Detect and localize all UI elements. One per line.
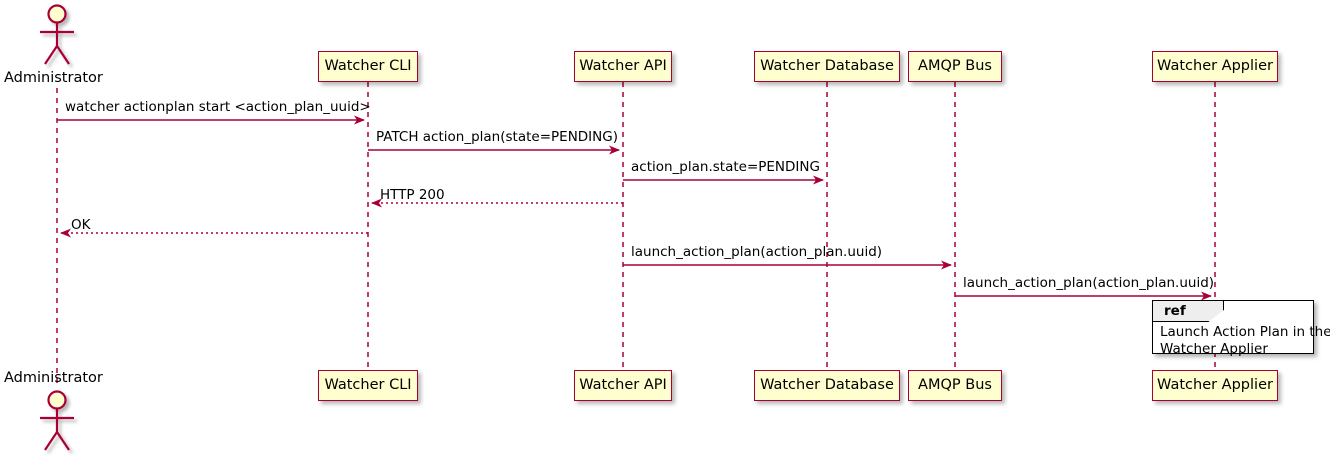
actor-administrator-top (40, 4, 74, 65)
message-label-ok: OK (71, 217, 91, 233)
actor-label-administrator-bottom: Administrator (4, 370, 103, 386)
participant-box-watcher-applier-top[interactable]: Watcher Applier (1152, 51, 1278, 82)
ref-fragment-tab-label: ref (1164, 303, 1186, 319)
participant-box-watcher-api-top[interactable]: Watcher API (574, 51, 672, 82)
lifelines-group (56, 82, 1216, 388)
messages-group (57, 115, 1212, 301)
participant-box-watcher-database-top[interactable]: Watcher Database (754, 51, 900, 82)
ref-fragment-launch-action-plan[interactable]: ref Launch Action Plan in the Watcher Ap… (1152, 300, 1330, 357)
message-label-launch-action-plan-api-to-bus: launch_action_plan(action_plan.uuid) (631, 244, 883, 260)
participant-box-watcher-cli-top[interactable]: Watcher CLI (318, 51, 418, 82)
participant-box-amqp-bus-bottom[interactable]: AMQP Bus (908, 370, 1002, 401)
ref-fragment-line-1: Launch Action Plan in the (1160, 324, 1330, 340)
participant-box-watcher-api-bottom[interactable]: Watcher API (574, 370, 672, 401)
message-label-http-200: HTTP 200 (380, 187, 445, 203)
ref-fragment-line-2: Watcher Applier (1160, 341, 1268, 358)
message-label-launch-action-plan-bus-to-applier: launch_action_plan(action_plan.uuid) (963, 275, 1215, 291)
participant-box-watcher-database-bottom[interactable]: Watcher Database (754, 370, 900, 401)
message-label-action-plan-state-pending: action_plan.state=PENDING (631, 159, 820, 175)
ref-fragment-body: Launch Action Plan in the Watcher Applie… (1160, 324, 1330, 359)
ref-fragment-tab: ref (1153, 301, 1224, 322)
message-label-watcher-actionplan-start: watcher actionplan start <action_plan_uu… (65, 99, 371, 115)
participant-box-watcher-cli-bottom[interactable]: Watcher CLI (318, 370, 418, 401)
message-label-patch-action-plan: PATCH action_plan(state=PENDING) (376, 129, 618, 145)
actor-label-administrator-top: Administrator (4, 70, 103, 86)
actor-administrator-bottom (40, 390, 74, 451)
participant-box-watcher-applier-bottom[interactable]: Watcher Applier (1152, 370, 1278, 401)
participant-box-amqp-bus-top[interactable]: AMQP Bus (908, 51, 1002, 82)
